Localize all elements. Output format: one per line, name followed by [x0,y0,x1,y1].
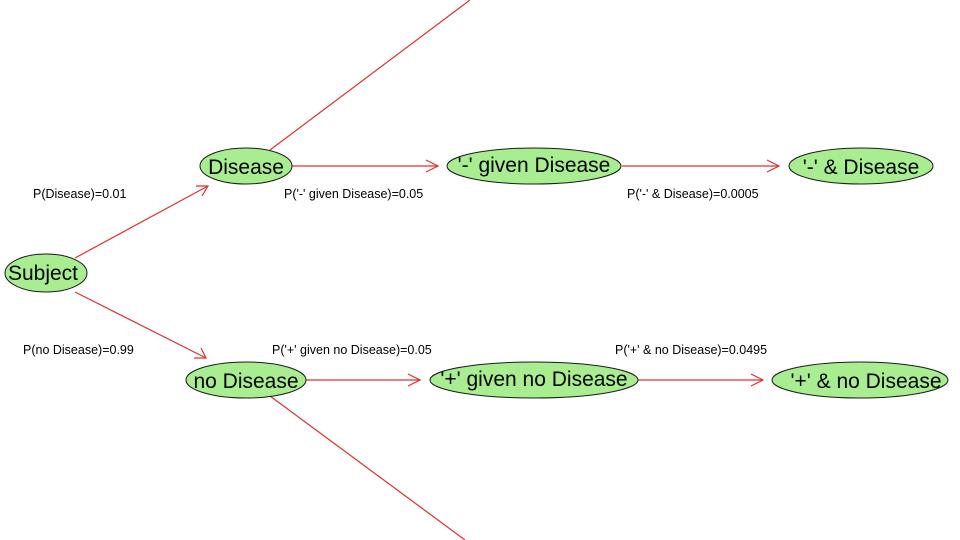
edge-label-p-neg-and-disease: P('-' & Disease)=0.0005 [627,187,759,201]
edge-subject-no-disease [74,291,207,359]
node-pos-given-no-disease-label: '+' given no Disease [440,368,627,391]
arrowhead-subject-disease [196,185,210,197]
node-pos-given-no-disease-shape [429,361,639,399]
edge-no-disease-offscreen [269,395,466,540]
arrowhead-disease-neg [425,159,440,173]
node-pos-given-no-disease[interactable]: '+' given no Disease [429,361,639,399]
node-disease[interactable]: Disease [199,147,293,185]
node-no-disease-shape [185,361,307,399]
node-no-disease-label: no Disease [193,370,298,393]
edges [74,0,781,540]
node-neg-given-disease-label: '-' given Disease [458,154,611,177]
node-pos-and-no-disease-shape [771,361,949,399]
arrowhead-no-disease-pos [407,373,422,387]
node-neg-and-disease-shape [788,147,934,185]
edge-label-p-disease: P(Disease)=0.01 [33,187,126,201]
node-neg-given-disease[interactable]: '-' given Disease [446,147,622,185]
node-subject-shape [4,253,88,293]
edge-subject-disease [74,185,209,259]
node-subject[interactable]: Subject [4,253,88,293]
node-no-disease[interactable]: no Disease [185,361,307,399]
node-neg-given-disease-shape [446,147,622,185]
edge-label-p-pos-and-no-disease: P('+' & no Disease)=0.0495 [615,343,767,357]
edge-labels: P(Disease)=0.01 P(no Disease)=0.99 P('-'… [23,187,767,357]
node-pos-and-no-disease-label: '+' & no Disease [790,370,941,393]
edge-label-p-pos-given-no-disease: P('+' given no Disease)=0.05 [272,343,432,357]
edge-disease-offscreen [269,0,471,151]
arrowhead-neg-to-joint [766,159,781,173]
node-subject-label: Subject [8,262,78,285]
node-disease-label: Disease [208,156,284,179]
node-neg-and-disease-label: '-' & Disease [803,156,920,179]
arrowhead-subject-no-disease [194,347,207,359]
node-pos-and-no-disease[interactable]: '+' & no Disease [771,361,949,399]
node-neg-and-disease[interactable]: '-' & Disease [788,147,934,185]
node-disease-shape [199,147,293,185]
edge-label-p-neg-given-disease: P('-' given Disease)=0.05 [284,187,423,201]
arrowhead-pos-to-joint [750,373,765,387]
edge-label-p-no-disease: P(no Disease)=0.99 [23,343,134,357]
